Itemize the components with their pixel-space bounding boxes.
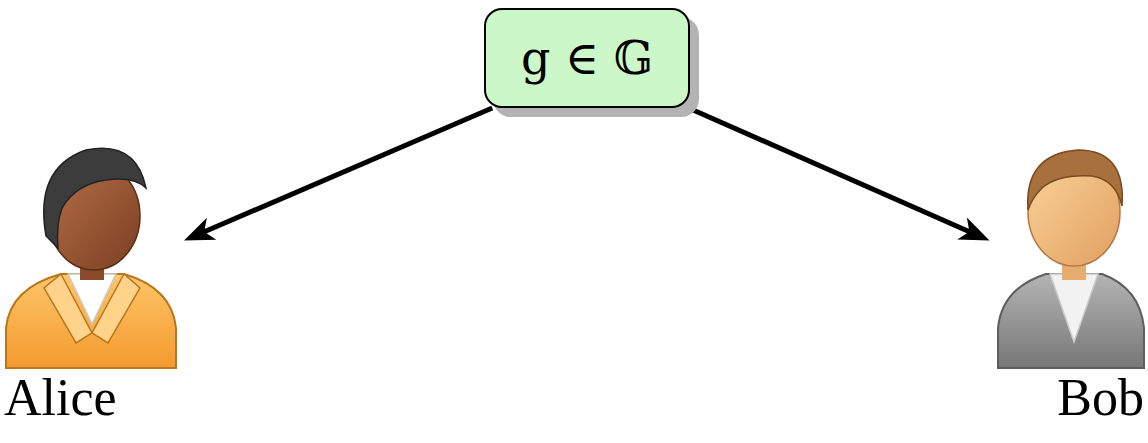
key-box: g ∈ 𝔾 [484,8,690,108]
key-label: g ∈ 𝔾 [521,33,653,84]
person-name: Bob [1057,368,1144,428]
bob-figure [998,150,1144,368]
person-node: Bob [994,128,1144,428]
alice-figure [6,148,176,368]
arrow-connector [682,105,979,236]
arrow-connector [195,108,492,236]
person-name: Alice [4,368,117,428]
person-node: Alice [4,128,184,428]
